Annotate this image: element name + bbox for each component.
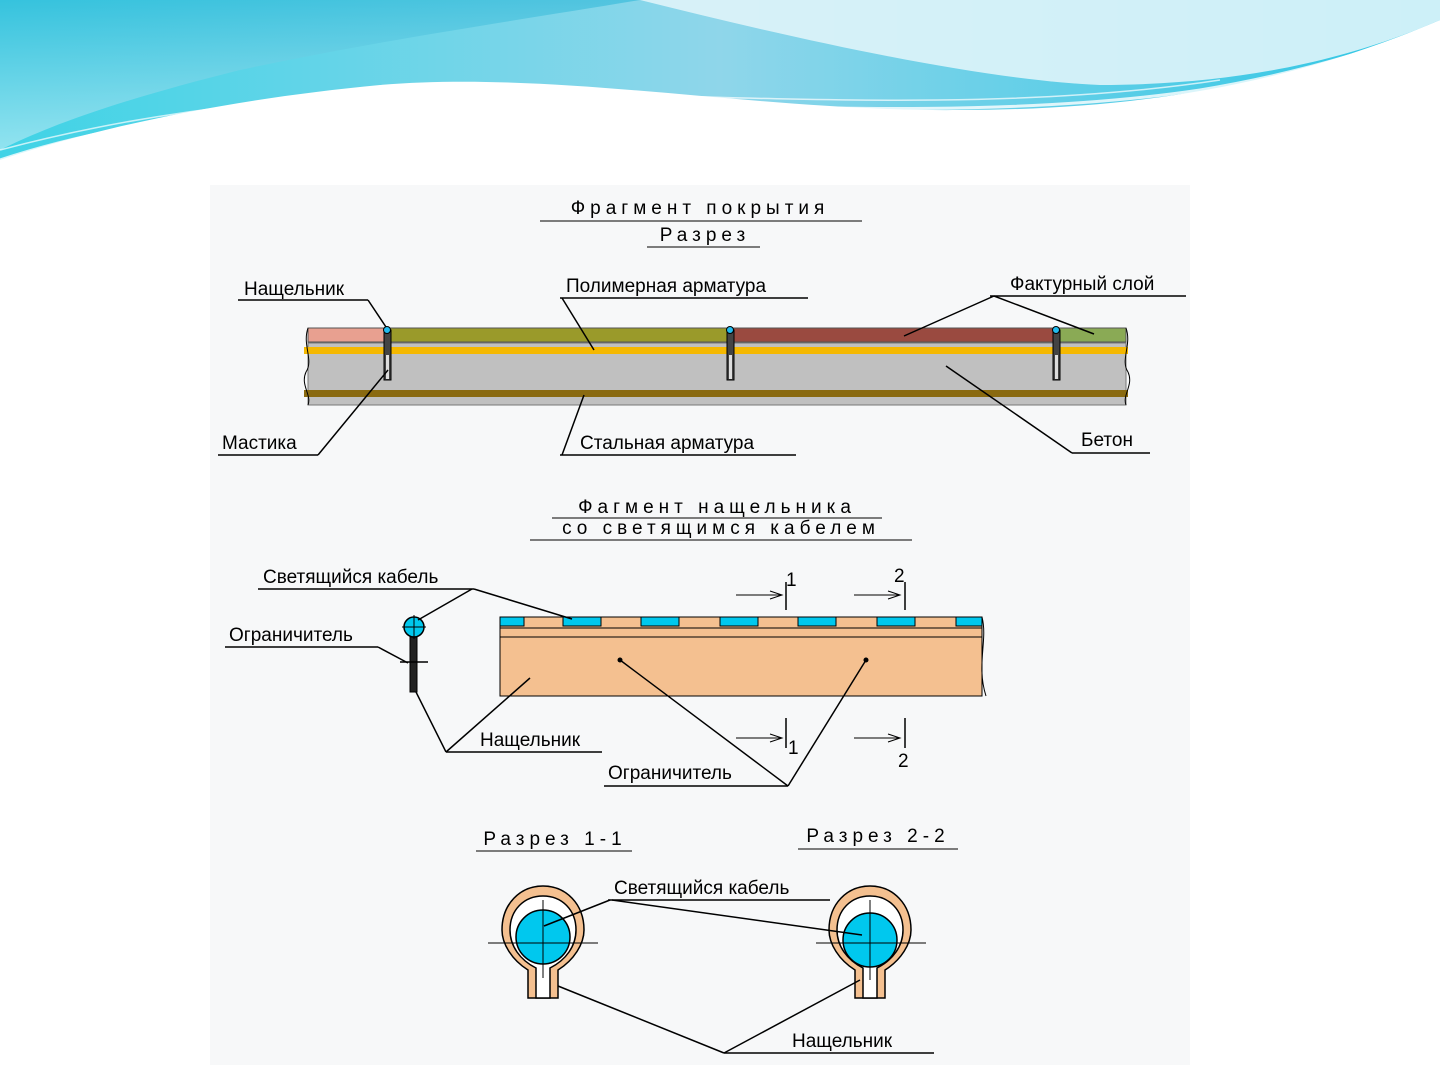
roof-joint-diagram: Фрагмент покрытия Разрез <box>210 185 1190 1065</box>
title-section-1-1: Разрез 1-1 <box>483 829 626 850</box>
title-fragment-cover: Фрагмент покрытия <box>571 198 830 219</box>
cut-label-2-bottom: 2 <box>898 751 909 772</box>
cover-section: Фрагмент покрытия Разрез <box>218 198 1186 455</box>
label-polymer-rebar: Полимерная арматура <box>566 276 766 297</box>
title-section: Разрез <box>660 225 751 246</box>
label-concrete: Бетон <box>1081 430 1133 451</box>
section-2-2-drawing <box>816 886 926 998</box>
texture-layer-pink <box>308 328 386 342</box>
joint-seal-3 <box>1053 327 1061 381</box>
cable-segments <box>500 617 982 626</box>
label-nashchelnik-3: Нащельник <box>792 1031 893 1052</box>
steel-rebar <box>304 390 1128 397</box>
header-decoration <box>0 0 1440 175</box>
title-fragment-strip-line1: Фагмент нащельника <box>578 497 856 518</box>
cut-label-2-top: 2 <box>894 566 905 587</box>
texture-layer-olive <box>386 328 730 342</box>
cut-label-1-top: 1 <box>786 570 797 591</box>
texture-layer-green <box>1056 328 1126 342</box>
label-texture-layer: Фактурный слой <box>1010 274 1154 295</box>
cut-label-1-bottom: 1 <box>788 738 799 759</box>
label-nashchelnik: Нащельник <box>244 279 345 300</box>
label-nashchelnik-2: Нащельник <box>480 730 581 751</box>
strip-body <box>500 628 982 696</box>
label-mastic: Мастика <box>222 433 297 454</box>
drawing-area: Фрагмент покрытия Разрез <box>210 185 1190 1065</box>
title-fragment-strip-line2: со светящимся кабелем <box>562 518 880 539</box>
texture-layer-brown <box>730 328 1056 342</box>
sections-detail: Разрез 1-1 Разрез 2-2 <box>476 826 958 1053</box>
label-glowing-cable-2: Светящийся кабель <box>614 878 789 899</box>
label-steel-rebar: Стальная арматура <box>580 433 755 454</box>
section-1-1-drawing <box>488 886 598 998</box>
joint-seal-2 <box>727 327 735 381</box>
strip-fragment: Фагмент нащельника со светящимся кабелем <box>225 497 986 786</box>
label-glowing-cable: Светящийся кабель <box>263 567 438 588</box>
polymer-rebar <box>304 347 1128 354</box>
strip-side-view <box>400 615 428 692</box>
label-limiter: Ограничитель <box>229 625 353 646</box>
title-section-2-2: Разрез 2-2 <box>806 826 949 847</box>
label-limiter-2: Ограничитель <box>608 763 732 784</box>
